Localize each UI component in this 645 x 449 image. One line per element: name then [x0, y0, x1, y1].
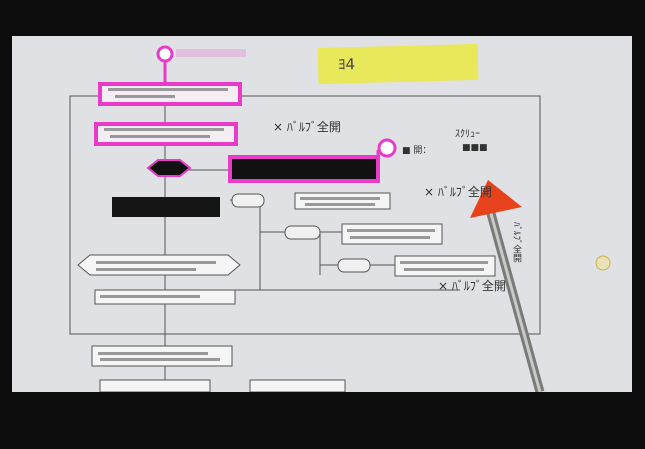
- annotation-pump: ｽｸﾘｭｰ: [455, 129, 480, 140]
- flowchart-border: [69, 95, 541, 335]
- redacted-box-2: [112, 197, 220, 217]
- step-box-2: [94, 122, 238, 146]
- video-letterbox-bottom: [0, 392, 645, 449]
- annotation-small-2: ■■■: [462, 143, 488, 153]
- sticky-note: ﾖ4: [317, 43, 479, 85]
- start-node: [156, 45, 174, 63]
- pointer-stick: [470, 180, 545, 394]
- end-node: [377, 138, 397, 158]
- pointer-tip: [470, 180, 522, 218]
- decision-diamond-dark: [146, 159, 192, 177]
- redacted-box-1: [228, 155, 380, 183]
- annotation-valve-open-3: × ﾊﾞﾙﾌﾞ全開: [438, 279, 506, 293]
- annotation-side-label: ﾊﾞﾙﾌﾞ全開: [511, 222, 521, 263]
- step-box-1: [98, 82, 242, 106]
- yellow-marker: [595, 255, 611, 271]
- annotation-small-1: ■ 開：: [402, 146, 432, 156]
- annotation-valve-open-1: × ﾊﾞﾙﾌﾞ全開: [273, 120, 341, 134]
- sticky-note-text: ﾖ4: [337, 55, 356, 74]
- annotation-valve-open-2: × ﾊﾞﾙﾌﾞ全開: [424, 185, 492, 199]
